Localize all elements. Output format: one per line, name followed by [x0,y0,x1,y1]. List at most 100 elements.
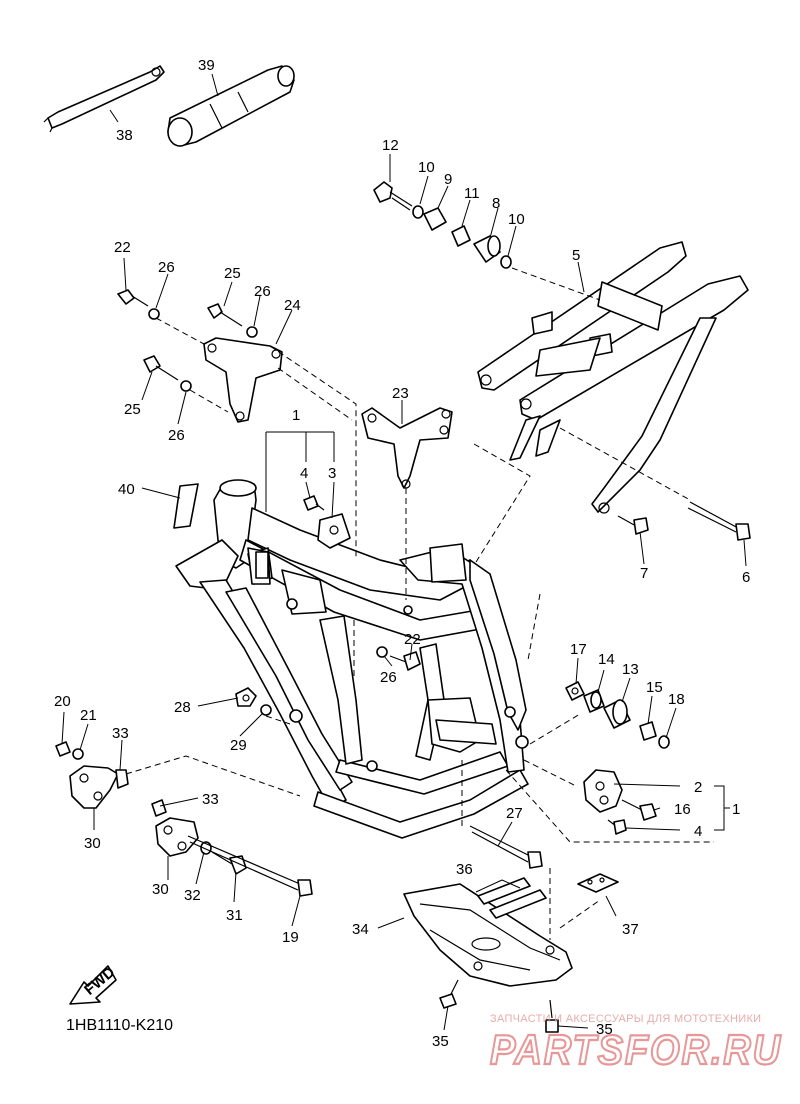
nut-17-part [565,681,585,701]
bolt-22-lower-part [389,651,421,671]
collar-14-part [583,689,605,713]
callout-33b: 33 [202,791,219,808]
callout-26c: 26 [168,427,185,444]
washer-21-part [72,748,84,760]
callout-15: 15 [646,679,663,696]
bolt-4-top-part [303,495,325,511]
callout-6: 6 [742,569,750,586]
callout-4-right: 4 [694,823,702,840]
rear-subframe-part [477,241,749,514]
callout-38: 38 [116,127,133,144]
long-bolt-19-part [187,835,313,897]
callout-10b: 10 [508,211,525,228]
callout-19: 19 [282,929,299,946]
washer-26-upper-right-part [246,326,258,338]
leader-lines [61,73,747,1031]
washer-26-lower-left-part [180,380,192,392]
callout-33a: 33 [112,725,129,742]
bracket-2-part [583,769,623,813]
callout-27: 27 [506,805,523,822]
watermark: ЗАПЧАСТИ И АКСЕССУАРЫ ДЛЯ МОТОТЕХНИКИ PA… [489,1013,782,1074]
washer-26-lower-part [376,646,388,658]
pad-37-part [577,873,619,893]
washer-18-part [658,735,670,749]
bolt-35-bottom-part [545,999,559,1033]
nut-28-part [235,687,257,707]
callout-26d: 26 [380,669,397,686]
label-40-part [173,483,199,529]
clip-33-upper-part [115,769,129,789]
callout-23: 23 [392,385,409,402]
bracket-30-upper-part [69,765,119,809]
bolt-12-part [373,181,413,211]
long-bolt-27-part [469,825,543,869]
watermark-brand: PARTSFOR.RU [490,1026,782,1073]
collar-11-part [451,225,471,247]
callout-37: 37 [622,921,639,938]
bolt-35-left-part [439,979,459,1009]
bolt-4-right-part [607,819,627,835]
long-bolt-6-part [687,501,751,541]
callout-39: 39 [198,57,215,74]
callout-26a: 26 [158,259,175,276]
callout-13: 13 [622,661,639,678]
callout-8: 8 [492,195,500,212]
nut-20-part [55,741,71,757]
callout-35b: 35 [596,1021,613,1038]
bolt-31-part [211,851,247,875]
callout-26b: 26 [254,283,271,300]
clip-33-lower-part [151,799,167,817]
callout-16: 16 [674,801,691,818]
callout-20: 20 [54,693,71,710]
callout-25b: 25 [124,401,141,418]
callout-25a: 25 [224,265,241,282]
washer-29-part [260,704,272,716]
bolt-7-part [617,515,649,535]
washer-26-upper-left-part [148,308,160,320]
callout-12: 12 [382,137,399,154]
skid-plate-part [403,883,573,987]
engine-bracket-side-part [203,337,283,423]
engine-bracket-upper-part [361,407,453,489]
callout-9: 9 [444,171,452,188]
watermark-tagline: ЗАПЧАСТИ И АКСЕССУАРЫ ДЛЯ МОТОТЕХНИКИ [490,1013,761,1025]
bolt-25-lower-part [143,355,179,381]
callout-29: 29 [230,737,247,754]
bush-13-part [603,699,631,729]
callout-34: 34 [352,921,369,938]
callout-21: 21 [80,707,97,724]
bush-8-part [473,235,501,263]
callout-11: 11 [464,185,480,202]
box-spanner-part [167,65,295,147]
callout-labels: 39 38 12 10 9 11 8 10 5 22 26 25 26 24 2… [54,57,750,1050]
callout-4-top: 4 [300,465,308,482]
callout-32: 32 [184,887,201,904]
callout-30a: 30 [84,835,101,852]
plate-3-part [317,513,351,549]
callout-28: 28 [174,699,191,716]
assembly-lines [125,267,714,940]
callout-10a: 10 [418,159,435,176]
main-frame-part [175,479,529,839]
collar-15-part [639,721,657,741]
callout-24: 24 [284,297,301,314]
bolt-25-upper-part [207,303,243,327]
bracket-30-lower-part [155,817,199,857]
pad-36-part [477,877,547,919]
callout-2: 2 [694,779,702,796]
callout-31: 31 [226,907,243,924]
washer-10-lower-part [500,255,512,269]
callout-1-top: 1 [292,407,300,424]
callout-36: 36 [456,861,473,878]
callout-5: 5 [572,247,580,264]
callout-3: 3 [328,465,336,482]
bolt-16-part [621,799,657,821]
callout-18: 18 [668,691,685,708]
fwd-arrow-icon: FWD [69,964,118,1005]
diagram-code: 1HB1110-K210 [66,1017,173,1034]
callout-40: 40 [118,481,135,498]
callout-17: 17 [570,641,587,658]
callout-1-right: 1 [732,801,740,818]
bolt-22-upper-part [117,289,149,307]
